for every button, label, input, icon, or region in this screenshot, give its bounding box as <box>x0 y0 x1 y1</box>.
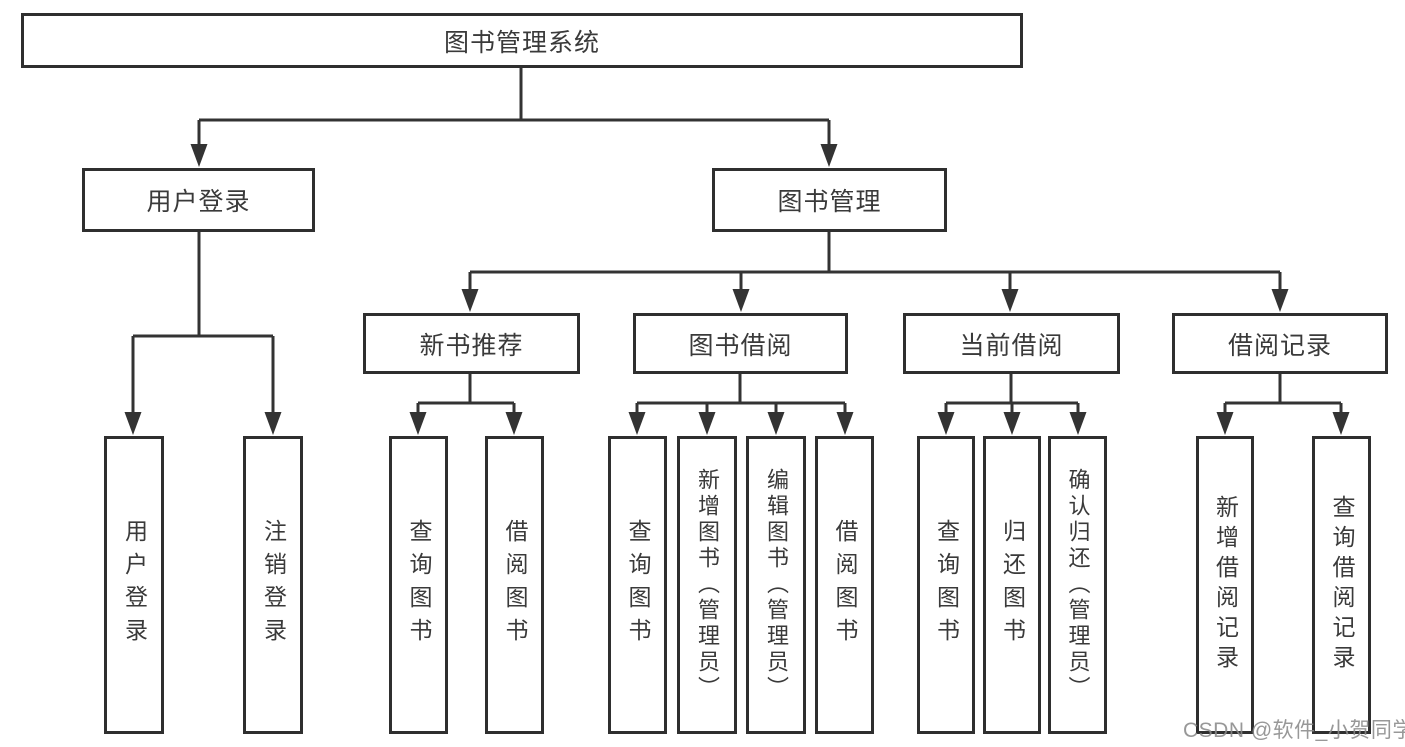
node-label: 新增图书（管理员） <box>695 468 720 702</box>
node-label: 查询借阅记录 <box>1329 495 1355 675</box>
node-query-books-borrowing: 查询图书 <box>608 436 667 734</box>
node-label: 图书管理 <box>777 188 882 216</box>
node-book-management: 图书管理 <box>712 168 947 232</box>
node-borrowing-records: 借阅记录 <box>1172 313 1388 374</box>
node-current-borrowing: 当前借阅 <box>903 313 1120 374</box>
node-label: 归还图书 <box>999 519 1026 651</box>
node-label: 查询图书 <box>406 519 432 651</box>
node-label: 图书借阅 <box>688 331 793 360</box>
node-add-borrow-record: 新增借阅记录 <box>1196 436 1254 734</box>
node-new-book-recommendation: 新书推荐 <box>363 313 580 374</box>
node-return-books: 归还图书 <box>983 436 1041 734</box>
node-add-books-admin: 新增图书（管理员） <box>677 436 737 734</box>
node-logout: 注销登录 <box>243 436 303 734</box>
node-query-borrow-record: 查询借阅记录 <box>1312 436 1371 734</box>
node-label: 当前借阅 <box>959 331 1064 360</box>
node-library-management-system: 图书管理系统 <box>21 13 1023 68</box>
node-label: 借阅图书 <box>832 519 858 651</box>
node-query-books-current: 查询图书 <box>917 436 975 734</box>
node-query-books-recommend: 查询图书 <box>389 436 448 734</box>
node-edit-books-admin: 编辑图书（管理员） <box>746 436 806 734</box>
node-label: 查询图书 <box>933 519 960 651</box>
node-borrow-books-recommend: 借阅图书 <box>485 436 544 734</box>
node-user-login-leaf: 用户登录 <box>104 436 164 734</box>
node-label: 借阅记录 <box>1227 331 1332 360</box>
node-label: 确认归还（管理员） <box>1065 468 1091 702</box>
node-label: 图书管理系统 <box>443 28 600 57</box>
csdn-watermark: CSDN @软件_小贺同学 <box>1183 719 1405 742</box>
node-label: 注销登录 <box>260 519 287 651</box>
node-label: 借阅图书 <box>502 519 528 651</box>
node-label: 用户登录 <box>121 519 148 651</box>
node-label: 编辑图书（管理员） <box>764 468 789 702</box>
node-borrow-books-borrowing: 借阅图书 <box>815 436 874 734</box>
node-book-borrowing: 图书借阅 <box>633 313 848 374</box>
node-confirm-return-admin: 确认归还（管理员） <box>1048 436 1107 734</box>
node-label: 新增借阅记录 <box>1212 495 1239 675</box>
node-user-login: 用户登录 <box>82 168 315 232</box>
node-label: 新书推荐 <box>419 331 524 360</box>
node-label: 用户登录 <box>146 188 251 216</box>
node-label: 查询图书 <box>625 519 651 651</box>
